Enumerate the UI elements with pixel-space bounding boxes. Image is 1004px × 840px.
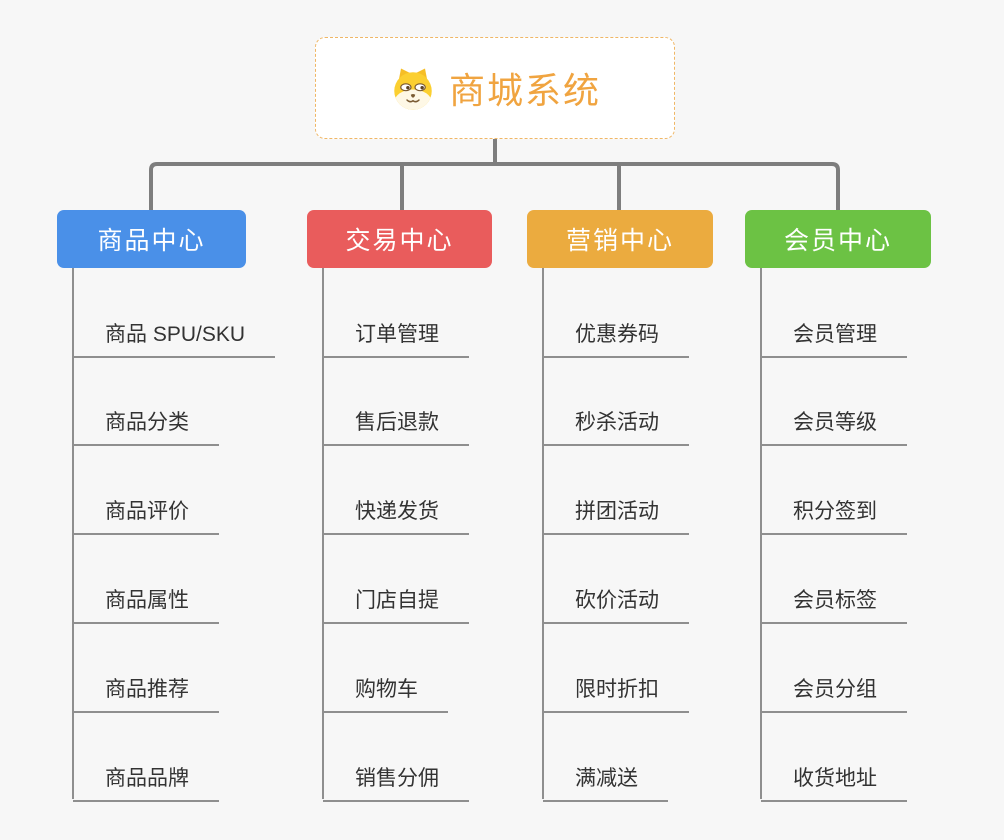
leaf-node[interactable]: 购物车 xyxy=(323,669,448,713)
leaf-node[interactable]: 会员分组 xyxy=(761,669,907,713)
leaf-node[interactable]: 售后退款 xyxy=(323,402,469,446)
leaf-node[interactable]: 商品推荐 xyxy=(73,669,219,713)
leaf-node[interactable]: 商品属性 xyxy=(73,580,219,624)
leaf-node[interactable]: 优惠券码 xyxy=(543,314,689,358)
leaf-node[interactable]: 会员标签 xyxy=(761,580,907,624)
leaf-node[interactable]: 快递发货 xyxy=(323,491,469,535)
leaf-node[interactable]: 销售分佣 xyxy=(323,758,469,802)
branch-label: 会员中心 xyxy=(783,227,892,255)
leaf-node[interactable]: 满减送 xyxy=(543,758,668,802)
branch-header-marketing[interactable]: 营销中心 xyxy=(527,210,713,268)
root-title: 商城系统 xyxy=(448,70,601,111)
leaf-node[interactable]: 砍价活动 xyxy=(543,580,689,624)
branch-header-trade[interactable]: 交易中心 xyxy=(307,210,492,268)
leaf-node[interactable]: 门店自提 xyxy=(323,580,469,624)
leaf-node[interactable]: 收货地址 xyxy=(761,758,907,802)
leaf-node[interactable]: 限时折扣 xyxy=(543,669,689,713)
branch-label: 交易中心 xyxy=(345,227,454,255)
branch-label: 商品中心 xyxy=(97,227,206,255)
branch-header-product[interactable]: 商品中心 xyxy=(57,210,246,268)
branch-label: 营销中心 xyxy=(565,227,674,255)
leaf-node[interactable]: 会员等级 xyxy=(761,402,907,446)
leaf-node[interactable]: 秒杀活动 xyxy=(543,402,689,446)
leaf-node[interactable]: 商品 SPU/SKU xyxy=(73,314,276,358)
leaf-node[interactable]: 商品评价 xyxy=(73,491,219,535)
leaf-node[interactable]: 商品分类 xyxy=(73,402,219,446)
leaf-node[interactable]: 拼团活动 xyxy=(543,491,689,535)
leaf-node[interactable]: 积分签到 xyxy=(761,491,907,535)
leaf-node[interactable]: 订单管理 xyxy=(323,314,469,358)
root-node[interactable]: 商城系统 xyxy=(315,37,675,139)
branch-header-member[interactable]: 会员中心 xyxy=(745,210,931,268)
leaf-node[interactable]: 会员管理 xyxy=(761,314,907,358)
dog-face-icon xyxy=(389,64,437,112)
leaf-node[interactable]: 商品品牌 xyxy=(73,758,219,802)
